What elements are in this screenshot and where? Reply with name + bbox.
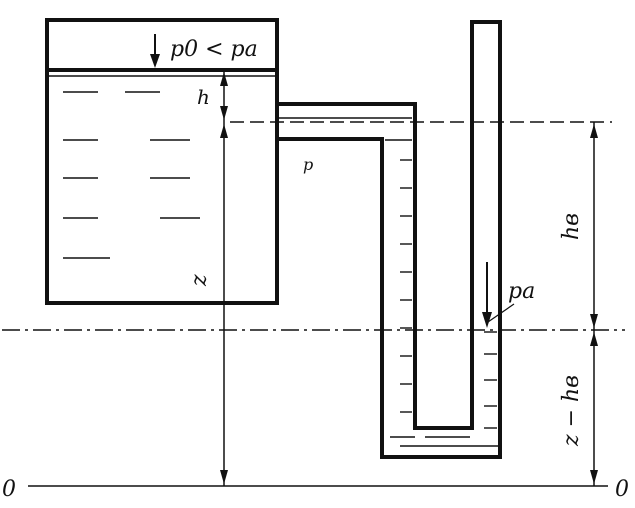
atmosphere-arrow-icon [482,262,515,328]
datum-label-right: 0 [615,477,629,502]
lid-pressure-label: p0 < pa [170,37,258,62]
pa-label: pa [508,279,535,304]
p-label: p [303,155,313,174]
tank-walls [45,18,279,305]
manometer-liquid [278,117,498,447]
z-label: z [187,274,212,287]
lid-pressure-arrow-icon [150,34,160,68]
pipe-outer-wall [277,20,502,459]
h-label: h [197,85,210,109]
closed-tank [45,18,279,305]
hv-label: hв [559,213,584,240]
right-dimension [590,122,598,486]
datum-label-left: 0 [2,477,16,502]
z-minus-hv-label: z − hв [559,375,584,447]
tank-dimension [220,70,228,486]
